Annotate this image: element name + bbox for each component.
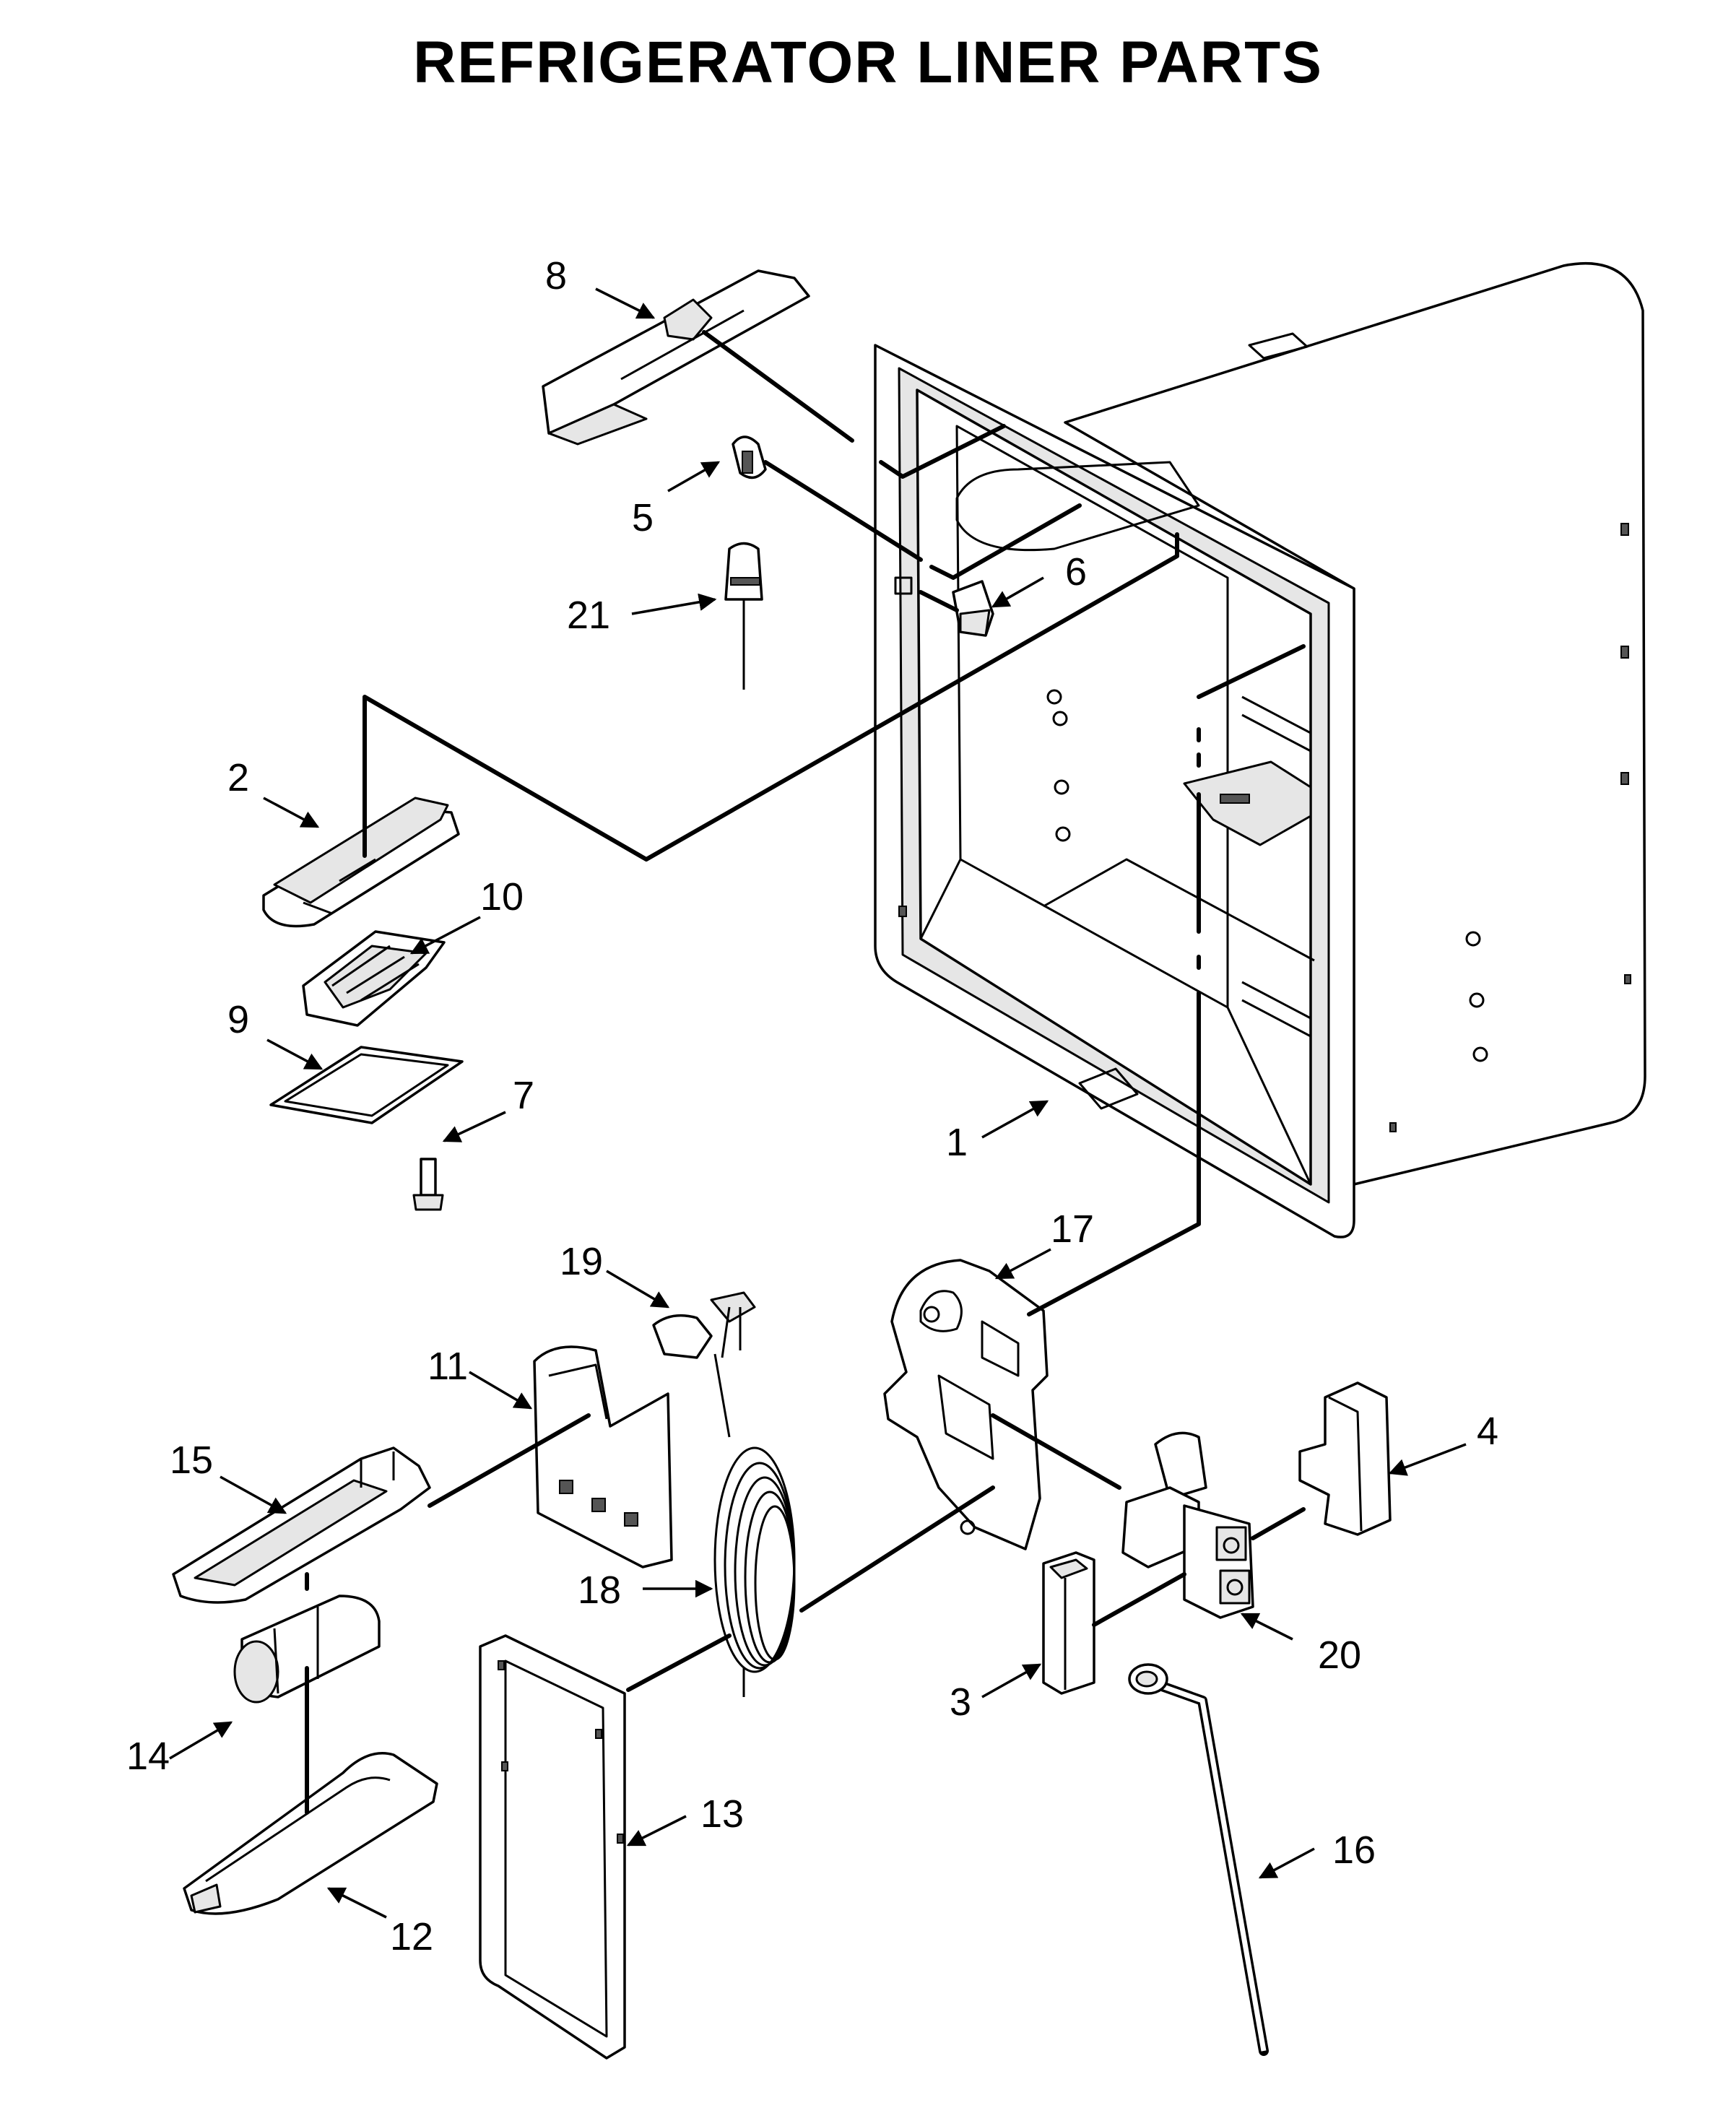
callout-10: 10 bbox=[480, 875, 524, 919]
callout-2: 2 bbox=[227, 756, 249, 799]
callout-3: 3 bbox=[950, 1680, 971, 1724]
part-21-bulb bbox=[724, 542, 763, 690]
callout-20: 20 bbox=[1318, 1633, 1361, 1677]
callout-21: 21 bbox=[567, 594, 610, 637]
callout-13: 13 bbox=[700, 1792, 744, 1836]
part-15-filter-head bbox=[172, 1446, 431, 1604]
callout-15: 15 bbox=[170, 1439, 213, 1482]
callout-6: 6 bbox=[1065, 550, 1087, 594]
part-8-cover bbox=[542, 269, 810, 446]
assembly-lines bbox=[305, 330, 1306, 1815]
part-11-cover bbox=[533, 1345, 673, 1569]
part-12-filter-cover bbox=[183, 1752, 438, 1915]
part-19-connector bbox=[652, 1291, 756, 1438]
callout-16: 16 bbox=[1332, 1828, 1376, 1872]
part-5-clip bbox=[732, 435, 767, 480]
callout-17: 17 bbox=[1051, 1207, 1094, 1251]
callout-4: 4 bbox=[1477, 1410, 1498, 1453]
callout-7: 7 bbox=[513, 1074, 534, 1117]
part-17-bracket bbox=[883, 1259, 1049, 1550]
callout-14: 14 bbox=[126, 1735, 170, 1778]
callout-18: 18 bbox=[578, 1569, 621, 1612]
leader-arrows bbox=[169, 287, 1467, 1919]
part-13-panel bbox=[479, 1634, 626, 2060]
part-14-filter bbox=[233, 1594, 381, 1704]
part-4-bracket bbox=[1298, 1381, 1392, 1536]
part-10-board bbox=[302, 930, 446, 1027]
part-16-tube bbox=[1128, 1663, 1269, 2056]
liner bbox=[874, 262, 1646, 1238]
part-18-tubing bbox=[713, 1446, 796, 1697]
part-2-housing bbox=[262, 797, 460, 928]
part-6-switch bbox=[952, 580, 994, 637]
page-title: REFRIGERATOR LINER PARTS bbox=[413, 30, 1323, 95]
part-3-clip bbox=[1042, 1551, 1095, 1695]
callout-12: 12 bbox=[390, 1915, 433, 1958]
callout-5: 5 bbox=[632, 496, 654, 539]
callout-19: 19 bbox=[560, 1240, 603, 1283]
part-9-plate bbox=[269, 1046, 464, 1124]
callout-8: 8 bbox=[545, 254, 567, 298]
part-7-screw bbox=[412, 1158, 444, 1211]
callout-9: 9 bbox=[227, 998, 249, 1041]
callout-1: 1 bbox=[946, 1121, 968, 1164]
callout-labels: 8 5 21 6 2 10 9 7 1 17 19 11 4 15 18 20 … bbox=[126, 254, 1498, 1958]
part-20-valve bbox=[1121, 1431, 1254, 1619]
callout-11: 11 bbox=[428, 1345, 468, 1388]
